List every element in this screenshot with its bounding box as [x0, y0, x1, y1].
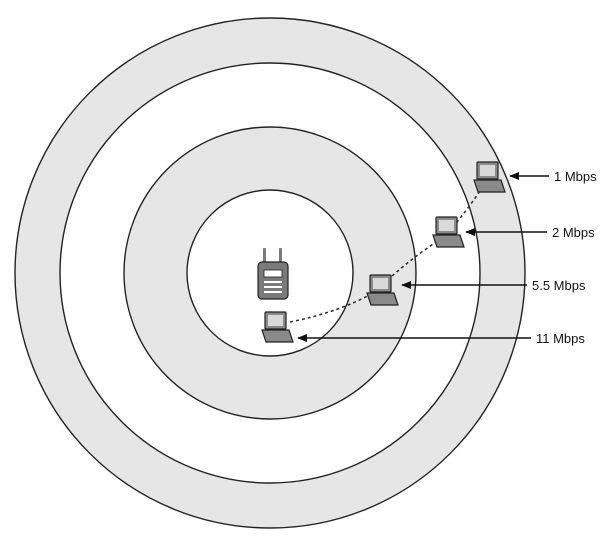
laptop-icon [473, 161, 506, 193]
laptop-icon [261, 311, 294, 343]
wireless-access-point-icon [257, 248, 289, 300]
label-2-mbps: 2 Mbps [552, 225, 595, 240]
laptop-1-mbps [473, 161, 506, 193]
laptop-icon [366, 274, 399, 306]
label-11-mbps: 11 Mbps [536, 331, 585, 346]
laptop-2-mbps [432, 216, 465, 248]
leader-arrows [297, 172, 549, 342]
label-5-5-mbps: 5.5 Mbps [532, 278, 586, 293]
access-point [257, 248, 289, 300]
laptop-icon [432, 216, 465, 248]
laptop-11-mbps [261, 311, 294, 343]
laptop-5-5-mbps [366, 274, 399, 306]
label-1-mbps: 1 Mbps [554, 169, 597, 184]
